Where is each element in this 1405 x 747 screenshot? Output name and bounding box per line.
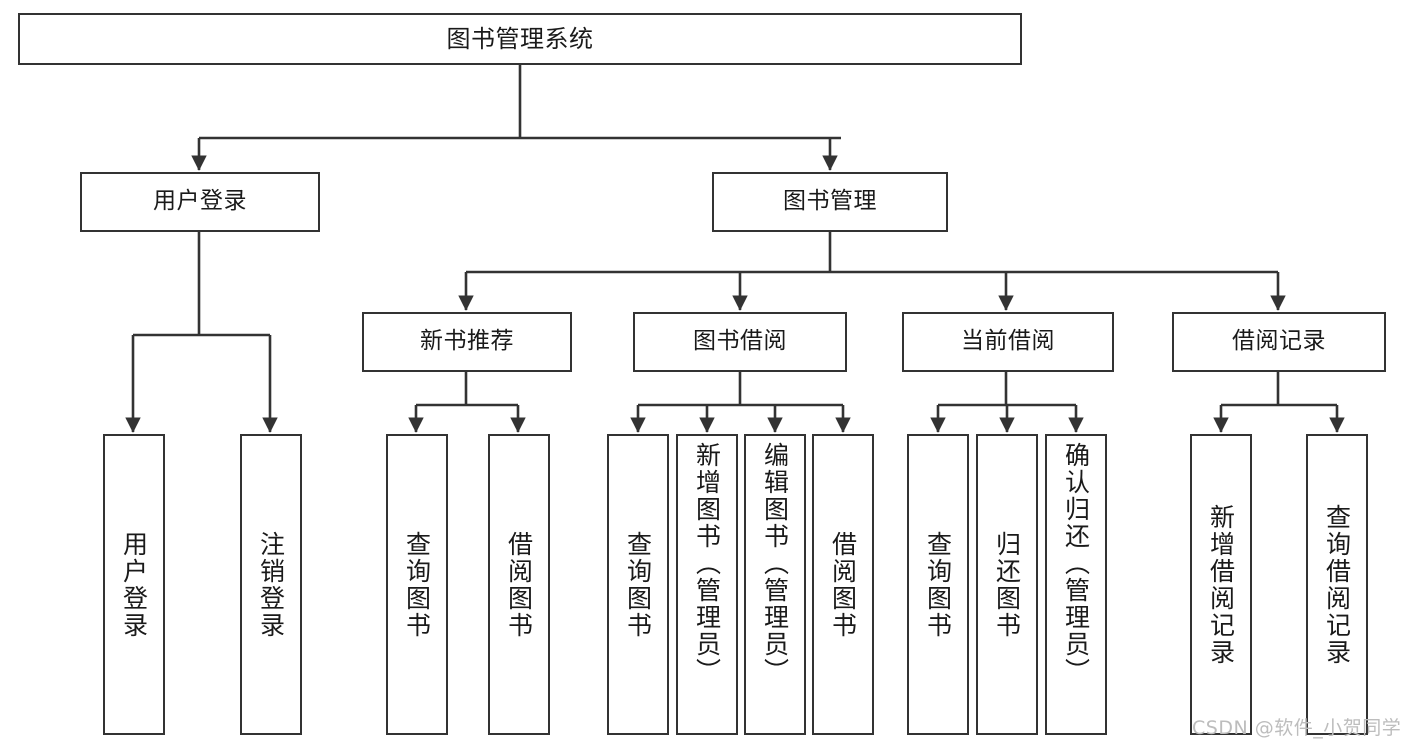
node-label: 新增借阅记录 (1206, 503, 1236, 666)
node-label: 图书管理 (783, 188, 877, 215)
leaf-query-book-3[interactable]: 查询图书 (907, 434, 969, 735)
leaf-add-record[interactable]: 新增借阅记录 (1190, 434, 1252, 735)
node-label: 归还图书 (992, 530, 1022, 639)
node-label: 借阅图书 (828, 530, 858, 639)
node-label: 图书管理系统 (446, 24, 594, 53)
node-label: 用户登录 (153, 188, 247, 215)
node-book-borrow[interactable]: 图书借阅 (633, 312, 847, 372)
leaf-add-book[interactable]: 新增图书（管理员） (676, 434, 738, 735)
node-label: 新书推荐 (420, 328, 514, 355)
node-label: 用户登录 (119, 530, 149, 639)
leaf-query-book-1[interactable]: 查询图书 (386, 434, 448, 735)
leaf-confirm-return[interactable]: 确认归还（管理员） (1045, 434, 1107, 735)
node-new-book-recommend[interactable]: 新书推荐 (362, 312, 572, 372)
node-book-management[interactable]: 图书管理 (712, 172, 948, 232)
node-label: 查询借阅记录 (1322, 503, 1352, 666)
node-label: 注销登录 (256, 530, 286, 639)
leaf-borrow-book-1[interactable]: 借阅图书 (488, 434, 550, 735)
node-label: 图书借阅 (693, 328, 787, 355)
leaf-query-book-2[interactable]: 查询图书 (607, 434, 669, 735)
node-current-borrow[interactable]: 当前借阅 (902, 312, 1114, 372)
node-label: 借阅图书 (504, 530, 534, 639)
leaf-borrow-book-2[interactable]: 借阅图书 (812, 434, 874, 735)
leaf-query-record[interactable]: 查询借阅记录 (1306, 434, 1368, 735)
node-label: 确认归还（管理员） (1061, 442, 1091, 685)
node-label: 编辑图书（管理员） (760, 442, 790, 685)
node-label: 借阅记录 (1232, 328, 1326, 355)
node-label: 查询图书 (402, 530, 432, 639)
node-label: 新增图书（管理员） (692, 442, 722, 685)
node-book-management-system[interactable]: 图书管理系统 (18, 13, 1022, 65)
node-user-login[interactable]: 用户登录 (80, 172, 320, 232)
leaf-user-login[interactable]: 用户登录 (103, 434, 165, 735)
leaf-return-book[interactable]: 归还图书 (976, 434, 1038, 735)
node-label: 当前借阅 (961, 328, 1055, 355)
leaf-logout-login[interactable]: 注销登录 (240, 434, 302, 735)
leaf-edit-book[interactable]: 编辑图书（管理员） (744, 434, 806, 735)
node-label: 查询图书 (923, 530, 953, 639)
node-label: 查询图书 (623, 530, 653, 639)
node-borrow-record[interactable]: 借阅记录 (1172, 312, 1386, 372)
